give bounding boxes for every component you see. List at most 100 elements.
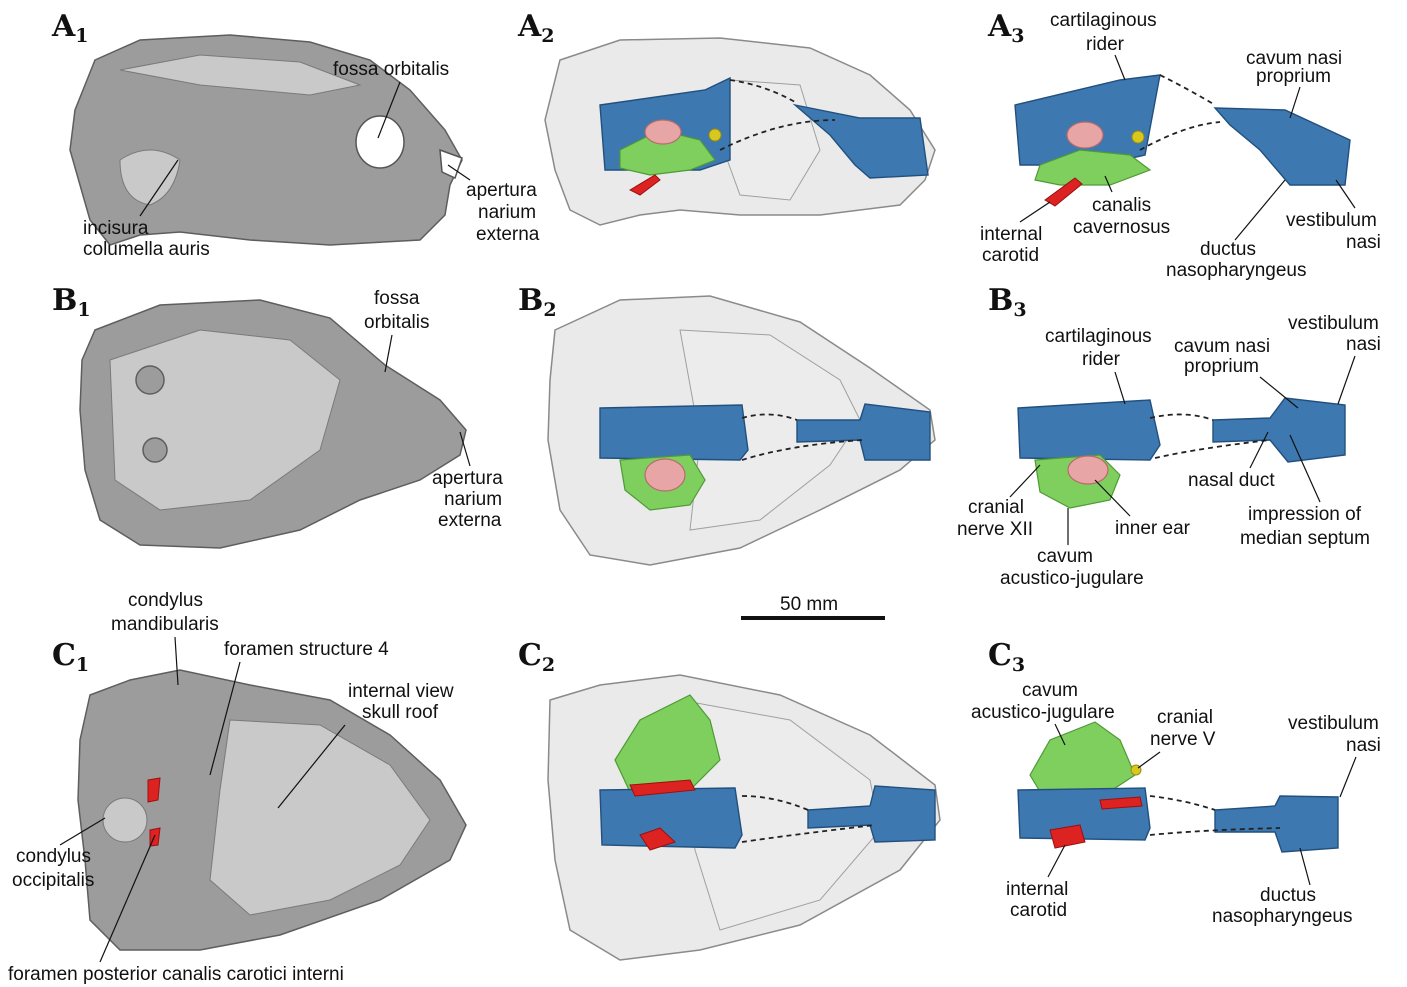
nasal-cavity-anterior bbox=[1215, 796, 1338, 852]
label-cavum: cavum bbox=[1022, 680, 1078, 701]
panel-a3: A3 cartilaginous rider cavum nasi propri… bbox=[980, 9, 1381, 281]
label-rider: rider bbox=[1082, 349, 1121, 370]
label-externa: externa bbox=[476, 224, 540, 245]
label-orbitalis: orbitalis bbox=[364, 312, 429, 333]
nasal-duct-upper bbox=[1150, 796, 1215, 810]
scale-bar-label: 50 mm bbox=[780, 594, 838, 615]
panel-letter: B2 bbox=[518, 283, 557, 321]
panel-letter: A2 bbox=[517, 9, 555, 47]
leader-line bbox=[1048, 845, 1065, 877]
label-inner-ear: inner ear bbox=[1115, 518, 1191, 539]
cranial-nerve bbox=[709, 129, 721, 141]
label-acustico-jugulare: acustico-jugulare bbox=[1000, 568, 1144, 589]
label-rider: rider bbox=[1086, 34, 1125, 55]
label-ductus: ductus bbox=[1260, 885, 1316, 906]
label-internal-view: internal view bbox=[348, 681, 454, 702]
label-canalis: canalis bbox=[1092, 195, 1151, 216]
label-cavernosus: cavernosus bbox=[1073, 217, 1170, 238]
label-cartilaginous: cartilaginous bbox=[1045, 326, 1152, 347]
inner-ear bbox=[645, 459, 685, 491]
leader-line bbox=[1300, 848, 1310, 885]
panel-letter: C2 bbox=[518, 638, 555, 676]
panel-c3: C3 cavum acustico-jugulare cranial nerve… bbox=[971, 638, 1381, 927]
label-carotid: carotid bbox=[982, 245, 1039, 266]
label-nerve-v: nerve V bbox=[1150, 729, 1216, 750]
cranial-nerve bbox=[1132, 131, 1144, 143]
label-nerve-xii: nerve XII bbox=[957, 519, 1033, 540]
label-incisura: incisura bbox=[83, 218, 149, 239]
leader-line bbox=[1115, 55, 1125, 80]
label-nasi: nasi bbox=[1346, 735, 1381, 756]
nasal-duct-lower bbox=[1140, 122, 1220, 150]
leader-line bbox=[1340, 757, 1356, 797]
label-internal: internal bbox=[980, 224, 1042, 245]
panel-letter: A3 bbox=[987, 9, 1025, 47]
panel-b2: B2 bbox=[518, 283, 935, 565]
label-foramen-posterior: foramen posterior canalis carotici inter… bbox=[8, 964, 344, 985]
label-median-septum: median septum bbox=[1240, 528, 1370, 549]
nasal-cavity-posterior bbox=[1018, 400, 1160, 460]
panel-b1: B1 fossa orbitalis apertura narium exter… bbox=[52, 283, 503, 548]
leader-line bbox=[1010, 465, 1040, 497]
nasal-cavity-posterior bbox=[1018, 788, 1150, 840]
leader-line bbox=[1235, 180, 1285, 240]
label-nasi: nasi bbox=[1346, 232, 1381, 253]
label-externa: externa bbox=[438, 510, 502, 531]
label-cartilaginous: cartilaginous bbox=[1050, 10, 1157, 31]
panel-letter: C1 bbox=[52, 638, 89, 676]
label-narium: narium bbox=[444, 489, 502, 510]
inner-ear bbox=[645, 120, 681, 144]
label-vestibulum: vestibulum bbox=[1288, 713, 1379, 734]
inner-ear bbox=[1067, 122, 1103, 148]
nasal-duct-upper bbox=[1150, 414, 1213, 420]
scale-bar: 50 mm bbox=[741, 594, 885, 618]
label-nasopharyngeus: nasopharyngeus bbox=[1212, 906, 1353, 927]
label-occipitalis: occipitalis bbox=[12, 870, 94, 891]
panel-letter: B1 bbox=[52, 283, 91, 321]
label-condylus: condylus bbox=[128, 590, 203, 611]
leader-line bbox=[1290, 87, 1300, 118]
label-cavum-nasi: cavum nasi bbox=[1174, 336, 1270, 357]
label-carotid: carotid bbox=[1010, 900, 1067, 921]
panel-b3: B3 cartilaginous rider cavum nasi propri… bbox=[957, 283, 1381, 589]
panel-letter: A1 bbox=[51, 9, 89, 47]
leader-line bbox=[1138, 752, 1160, 768]
label-cranial: cranial bbox=[1157, 707, 1213, 728]
label-foramen-structure-4: foramen structure 4 bbox=[224, 639, 389, 660]
panel-letter: B3 bbox=[988, 283, 1027, 321]
label-fossa-orbitalis: fossa orbitalis bbox=[333, 59, 449, 80]
panel-c1: C1 condylus mandibularis foramen structu… bbox=[8, 590, 466, 985]
inner-ear bbox=[1068, 456, 1108, 484]
label-condylus: condylus bbox=[16, 846, 91, 867]
label-nasopharyngeus: nasopharyngeus bbox=[1166, 260, 1307, 281]
leader-line bbox=[1020, 202, 1050, 222]
sculpture-pit bbox=[143, 438, 167, 462]
label-ductus: ductus bbox=[1200, 239, 1256, 260]
label-nasi: nasi bbox=[1346, 334, 1381, 355]
nasal-cavity-anterior bbox=[1213, 398, 1345, 462]
nasal-duct-upper bbox=[1160, 75, 1215, 105]
sculpture-pit bbox=[136, 366, 164, 394]
orbit-opening bbox=[356, 116, 404, 168]
label-apertura: apertura bbox=[466, 180, 537, 201]
label-apertura: apertura bbox=[432, 468, 503, 489]
label-nasal-duct: nasal duct bbox=[1188, 470, 1275, 491]
panel-c2: C2 bbox=[518, 638, 940, 960]
nasal-cavity-posterior bbox=[600, 405, 748, 460]
panel-letter: C3 bbox=[988, 638, 1025, 676]
label-columella-auris: columella auris bbox=[83, 239, 210, 260]
label-fossa: fossa bbox=[374, 288, 420, 309]
label-mandibularis: mandibularis bbox=[111, 614, 219, 635]
label-cavum: cavum bbox=[1037, 546, 1093, 567]
label-vestibulum: vestibulum bbox=[1286, 210, 1377, 231]
condylus-occipitalis-shape bbox=[103, 798, 147, 842]
label-skull-roof: skull roof bbox=[362, 702, 439, 723]
label-proprium: proprium bbox=[1184, 356, 1259, 377]
label-narium: narium bbox=[478, 202, 536, 223]
panel-a2: A2 bbox=[517, 9, 935, 225]
leader-line bbox=[1260, 377, 1298, 408]
leader-line bbox=[1338, 356, 1355, 404]
foramen-carotid bbox=[148, 778, 160, 802]
label-impression-of: impression of bbox=[1248, 504, 1362, 525]
